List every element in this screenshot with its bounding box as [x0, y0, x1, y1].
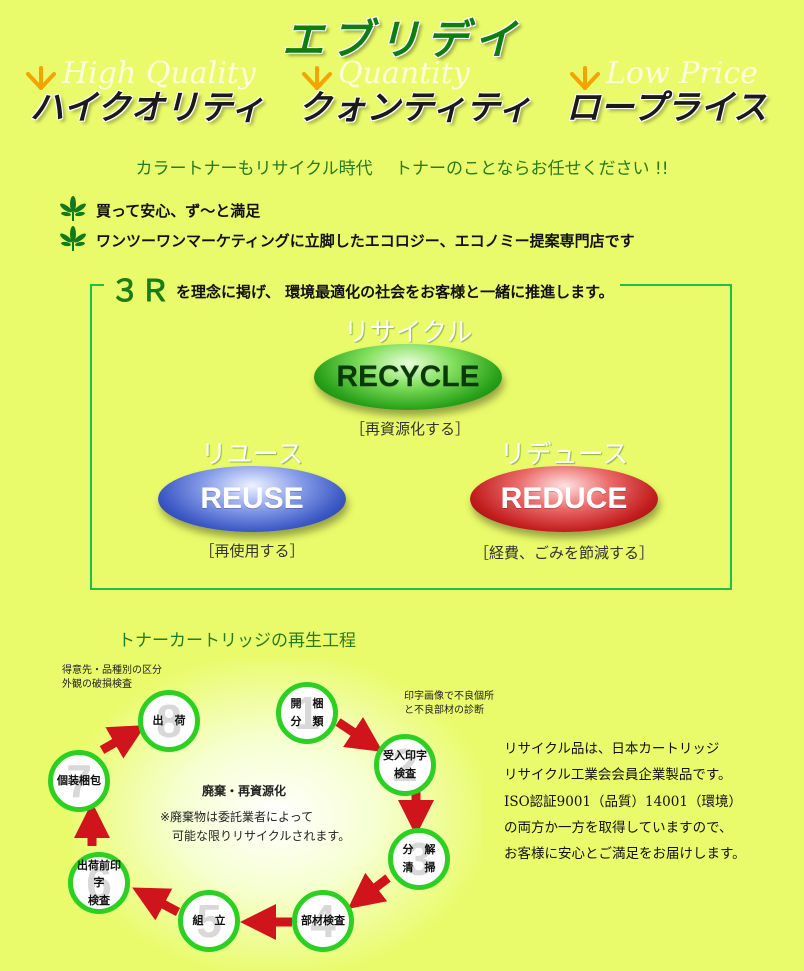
feature-text-1: 買って安心、ず～と満足 [96, 202, 261, 220]
reduce-badge: REDUCE [470, 466, 658, 532]
word-quantity: クォンティティ [298, 88, 532, 128]
leaf-icon [60, 226, 86, 251]
reduce-label: REDUCE [500, 482, 628, 515]
recycle-badge: RECYCLE [314, 344, 502, 410]
note-diagnosis: 印字画像で不良個所 と不良部材の診断 [404, 691, 494, 716]
arrow-3-4 [347, 872, 391, 909]
tagline: カラートナーもリサイクル時代 トナーのことならお任せください !! [135, 159, 669, 179]
three-r-heading-text: を理念に掲げ、 環境最適化の社会をお客様と一緒に推進します。 [176, 283, 614, 301]
step-label: 組 立 [192, 914, 226, 928]
word-low-price: ロープライス [566, 88, 767, 128]
ghost-low-price: Low Price [606, 56, 758, 91]
note-sorting: 得意先・品種別の区分 外観の破損検査 [62, 665, 162, 690]
recycle-kana: リサイクル [343, 318, 473, 348]
sparkle-icon [302, 66, 332, 90]
cycle-center-note: ※廃棄物は委託業者によって 可能な限りリサイクルされます。 [160, 810, 351, 844]
step-label: 分 解 清 掃 [402, 843, 436, 874]
reduce-kana: リデュース [499, 440, 629, 470]
reduce-desc: ［経費、ごみを節減する］ [473, 544, 654, 562]
sparkle-icon [26, 66, 56, 90]
recycle-desc: ［再資源化する］ [349, 420, 470, 438]
three-r-heading: ３Ｒ を理念に掲げ、 環境最適化の社会をお客様と一緒に推進します。 [104, 266, 620, 310]
page-title: エブリデイ [281, 15, 522, 64]
word-high-quality: ハイクオリティ [30, 88, 265, 128]
process-title: トナーカートリッジの再生工程 [118, 631, 356, 651]
step-label: 開 梱 分 類 [290, 697, 324, 728]
recycle-label: RECYCLE [336, 360, 480, 393]
sparkle-icon [570, 66, 600, 90]
cycle-center-heading: 廃棄・再資源化 [202, 784, 287, 798]
step-label: 出 荷 [152, 714, 186, 728]
feature-text-2: ワンツーワンマーケティングに立脚したエコロジー、エコノミー提案専門店です [96, 232, 635, 250]
certification-text: リサイクル品は、日本カートリッジ リサイクル工業会会員企業製品です。 ISO認証… [504, 741, 746, 863]
step-label: 部材検査 [301, 914, 345, 928]
ghost-high-quality: High Quality [62, 56, 256, 91]
step-label: 受入印字 検査 [383, 749, 427, 780]
arrow-7-8 [99, 725, 146, 759]
ghost-quantity: Quantity [338, 56, 470, 91]
leaf-icon [60, 196, 86, 221]
arrow-5-6 [132, 887, 181, 921]
step-label: 個装梱包 [57, 774, 101, 788]
reuse-kana: リユース [200, 440, 304, 470]
reuse-badge: REUSE [158, 466, 346, 532]
reuse-desc: ［再使用する］ [199, 542, 305, 560]
reuse-label: REUSE [200, 482, 304, 515]
three-r-prefix: ３Ｒ [110, 274, 170, 309]
arrow-1-2 [335, 717, 383, 752]
step-label: 出荷前印字 検査 [77, 858, 121, 907]
